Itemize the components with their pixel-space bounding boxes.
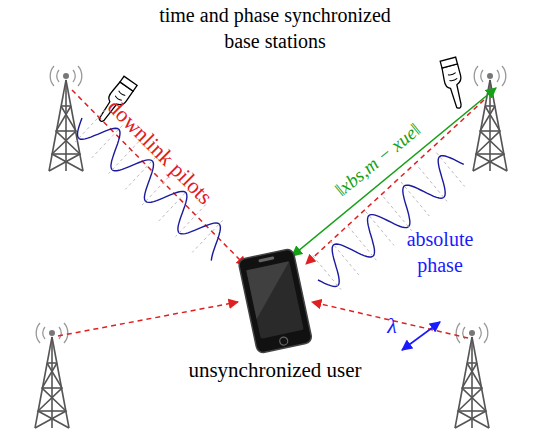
base-station-tower: [455, 323, 489, 428]
wavefront-line: [419, 167, 447, 201]
wavefront-line: [366, 212, 394, 246]
pilot-line: [72, 90, 246, 266]
annotation-label: ‖xbs,m − xue‖: [331, 119, 425, 201]
wavefront-line: [192, 220, 222, 252]
annotation-label: absolute phase: [395, 226, 485, 278]
wavelength-arrow: [402, 322, 440, 350]
node-label: unsynchronized user: [165, 357, 385, 383]
wavefront-line: [313, 256, 341, 290]
wavefront-line: [75, 110, 105, 142]
downlink-pilot-lines: [58, 90, 484, 338]
wavefront-line: [401, 182, 429, 216]
base-station-tower: [473, 66, 507, 171]
diagram-title: time and phase synchronized base station…: [150, 2, 400, 54]
wavefront-line: [383, 197, 411, 231]
wavefront-line: [176, 205, 206, 237]
wavefront-line: [436, 153, 464, 187]
wavefront-line: [109, 141, 139, 173]
pointing-hand: [439, 57, 469, 110]
user-device-node: unsynchronized user: [165, 245, 385, 395]
wavefront-line: [330, 241, 358, 275]
wavefront-line: [92, 126, 122, 158]
annotation-label: λ: [387, 313, 397, 339]
pilot-line: [312, 302, 468, 338]
base-station-tower: [35, 323, 69, 428]
phone-icon: [165, 245, 385, 355]
base-station-tower: [49, 66, 83, 171]
pilot-line: [58, 302, 238, 336]
annotation-label: downlink pilots: [102, 94, 218, 210]
wavefront-line: [348, 226, 376, 260]
